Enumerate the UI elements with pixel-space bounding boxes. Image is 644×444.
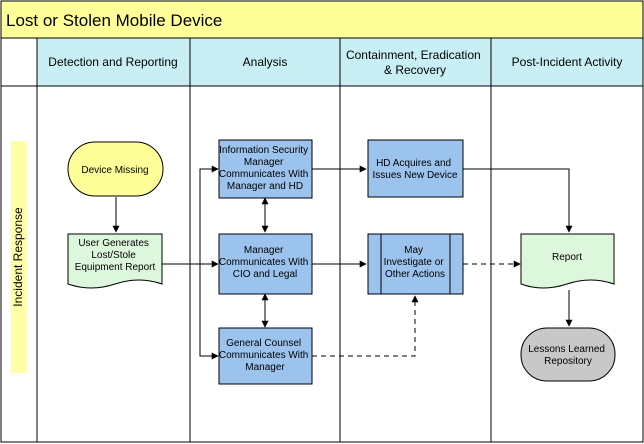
svg-text:Information Security Man: Information Security Manager Communicate… [219,145,311,192]
column-header-containment [339,37,492,87]
column-header-analysis [189,37,341,87]
node-info-sec-manager: Information Security Manager Communicate… [218,139,313,199]
arrow-branch-to-counsel [199,264,219,360]
svg-text:HD Acquires and Issues: HD Acquires and Issues New Device [372,158,457,181]
svg-text:Manager Communicates Wit: Manager Communicates With CIO and Legal [219,245,311,280]
node-hd-acquires: HD Acquires and Issues New Device [367,139,464,198]
svg-text:Device Missing: Device Missing [81,165,148,176]
node-manager-communicates: Manager Communicates With CIO and Legal [218,233,313,295]
node-lessons-learned: Lessons Learned Repository [520,327,616,382]
svg-text:Report: Report [552,252,582,263]
title-bar [0,0,644,39]
arrow-counsel-to-investigate [312,295,419,357]
column-label-containment: Containment, Eradication & Recovery [346,48,484,77]
connectors [112,165,573,360]
node-report: Report [520,233,615,289]
column-headers: Detection and Reporting Analysis Contain… [0,37,644,87]
node-device-missing: Device Missing [67,141,164,197]
lane-label-box [11,141,27,373]
node-investigate: May Investigate or Other Actions [367,233,464,295]
column-header-detection [36,37,191,87]
node-user-report: User Generates Lost/Stole Equipment Repo… [67,233,163,289]
arrow-hd-to-report [463,168,573,233]
diagram-title: Lost or Stolen Mobile Device [6,11,222,30]
column-label-analysis: Analysis [243,55,288,69]
svg-text:May Investigate or: May Investigate or Other Actions [384,245,447,280]
svg-text:User Generates Lost/Stol: User Generates Lost/Stole Equipment Repo… [75,238,156,273]
column-label-post-incident: Post-Incident Activity [512,55,623,69]
arrow-branch-to-infosec [199,165,219,264]
svg-text:General Counsel Communic: General Counsel Communicates With Manage… [219,338,311,373]
lane-label: Incident Response [11,207,25,307]
node-general-counsel: General Counsel Communicates With Manage… [218,327,313,385]
column-label-detection: Detection and Reporting [48,55,177,69]
svg-text:Lessons Learned Reposito: Lessons Learned Repository [528,344,608,367]
column-header-post-incident [490,37,644,87]
